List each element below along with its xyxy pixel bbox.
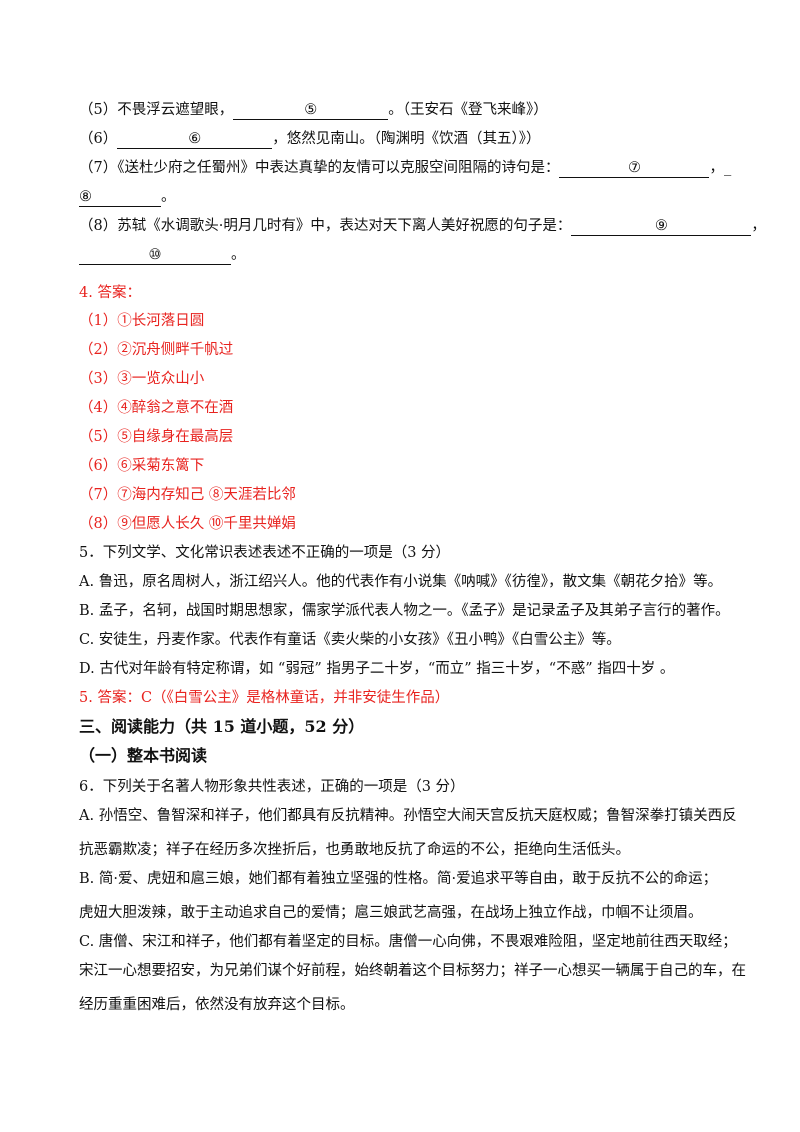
answer-item: （4）④醉翁之意不在酒 (79, 400, 234, 416)
question-5-option-b: B. 孟子，名轲，战国时期思想家，儒家学派代表人物之一。《孟子》是记录孟子及其弟… (79, 603, 730, 619)
answer-item: （2）②沉舟侧畔千帆过 (79, 342, 234, 358)
fill-text: （6） (79, 131, 118, 147)
question-6-option-a-line2: 抗恶霸欺凌；祥子在经历多次挫折后，也勇敢地反抗了命运的不公，拒绝向生活低头。 (79, 842, 630, 858)
question-6-option-c-line3: 经历重重困难后，依然没有放弃这个目标。 (79, 997, 355, 1013)
answer-blank: ⑦ (559, 159, 710, 178)
fill-line-7b: ⑧。 (79, 187, 740, 207)
fill-text: 。（王安石《登飞来峰》） (388, 102, 548, 118)
fill-text: （5）不畏浮云遮望眼， (79, 102, 234, 118)
fill-line-5: （5）不畏浮云遮望眼，⑤。（王安石《登飞来峰》） (79, 100, 740, 120)
answer-item: （3）③一览众山小 (79, 371, 205, 387)
question-6-option-b-line2: 虎妞大胆泼辣，敢于主动追求自己的爱情；扈三娘武艺高强，在战场上独立作战，巾帼不让… (79, 905, 703, 921)
question-5-option-a: A. 鲁迅，原名周树人，浙江绍兴人。他的代表作有小说集《呐喊》《彷徨》，散文集《… (79, 574, 723, 590)
answer-item: （1）①长河落日圆 (79, 313, 205, 329)
answer-item: （6）⑥采菊东篱下 (79, 458, 205, 474)
fill-line-8b: ⑩。 (79, 245, 740, 265)
fill-text: ，悠然见南山。（陶渊明《饮酒（其五）》） (272, 131, 541, 147)
fill-text: （8）苏轼《水调歌头·明月几时有》中，表达对天下离人美好祝愿的句子是： (79, 218, 572, 234)
section-heading: 三、阅读能力（共 15 道小题，52 分） (79, 717, 365, 736)
fill-line-6: （6）⑥，悠然见南山。（陶渊明《饮酒（其五）》） (79, 129, 740, 149)
question-5-option-c: C. 安徒生，丹麦作家。代表作有童话《卖火柴的小女孩》《丑小鸭》《白雪公主》等。 (79, 632, 621, 648)
question-5-option-d: D. 古代对年龄有特定称谓，如 “弱冠” 指男子二十岁，“而立” 指三十岁，“不… (79, 661, 675, 677)
answer-blank: ⑩ (79, 246, 231, 265)
fill-text: （7）《送杜少府之任蜀州》中表达真挚的友情可以克服空间阻隔的诗句是： (79, 160, 560, 176)
fill-line-8: （8）苏轼《水调歌头·明月几时有》中，表达对天下离人美好祝愿的句子是：⑨， (79, 216, 766, 236)
fill-text: _ (723, 160, 732, 176)
subsection-heading: （一）整本书阅读 (79, 746, 208, 765)
answer-blank: ⑥ (117, 130, 273, 149)
question-6-option-c-line2: 宋江一心想要招安，为兄弟们谋个好前程，始终朝着这个目标努力；祥子一心想买一辆属于… (79, 963, 746, 979)
answer-blank: ⑤ (233, 101, 389, 120)
answer-item: （7）⑦海内存知己 ⑧天涯若比邻 (79, 487, 296, 503)
fill-text: 。 (231, 247, 246, 263)
answer-item: （8）⑨但愿人长久 ⑩千里共婵娟 (79, 516, 296, 532)
question-6-option-b-line1: B. 简·爱、虎妞和扈三娘，她们都有着独立坚强的性格。简·爱追求平等自由，敢于反… (79, 871, 718, 887)
answer-blank: ⑧ (79, 188, 161, 207)
fill-text: ， (751, 218, 766, 234)
answer-blank: ⑨ (571, 217, 752, 236)
answer-item: （5）⑤自缘身在最高层 (79, 429, 234, 445)
question-6-option-c-line1: C. 唐僧、宋江和祥子，他们都有着坚定的目标。唐僧一心向佛，不畏艰难险阻，坚定地… (79, 934, 737, 950)
question-6-stem: 6．下列关于名著人物形象共性表述，正确的一项是（3 分） (79, 779, 465, 795)
fill-text: ， (709, 160, 724, 176)
question-5-answer: 5. 答案：C（《白雪公主》是格林童话，并非安徒生作品） (79, 690, 450, 706)
fill-line-7: （7）《送杜少府之任蜀州》中表达真挚的友情可以克服空间阻隔的诗句是：⑦，_ (79, 158, 740, 178)
question-5-stem: 5．下列文学、文化常识表述表述不正确的一项是（3 分） (79, 545, 451, 561)
question-6-option-a-line1: A. 孙悟空、鲁智深和祥子，他们都具有反抗精神。孙悟空大闹天宫反抗天庭权威；鲁智… (79, 808, 737, 824)
answer-4-title: 4. 答案： (79, 285, 141, 301)
fill-text: 。 (161, 189, 176, 205)
